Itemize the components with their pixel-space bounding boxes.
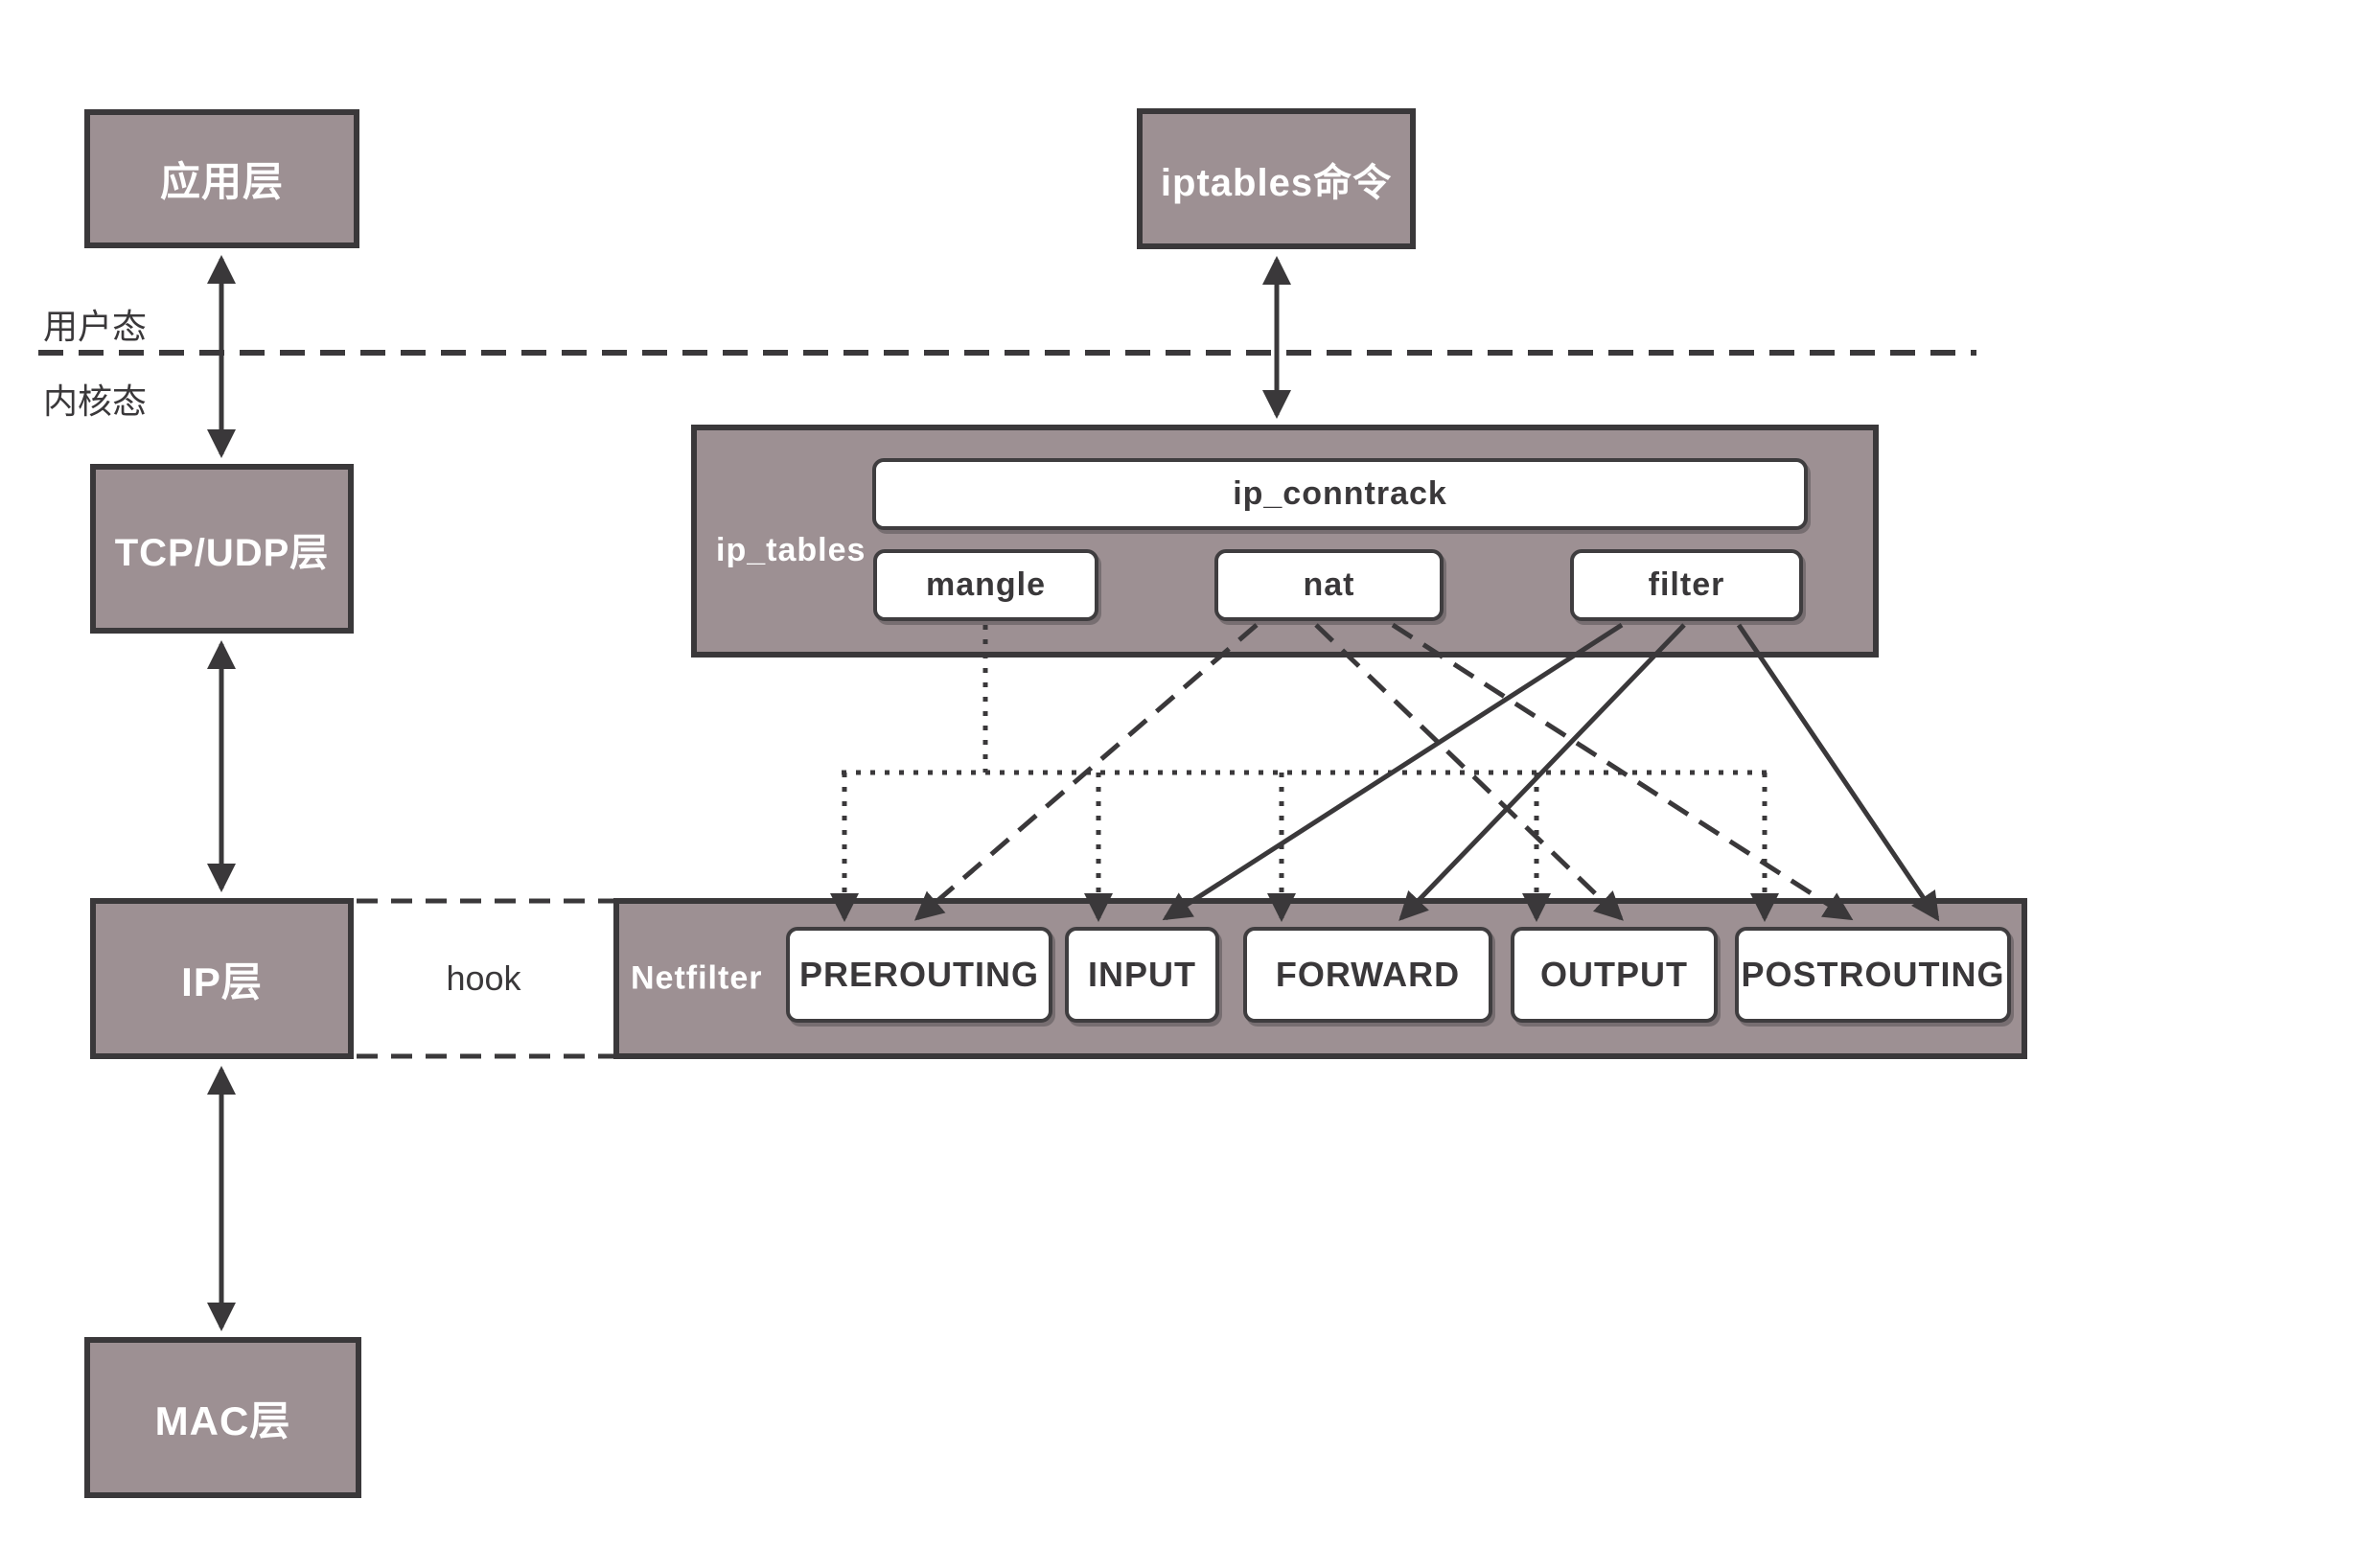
box-chain-forward: FORWARD [1243, 927, 1492, 1023]
edge-nat-prerouting [913, 623, 1259, 921]
box-table-mangle: mangle [873, 549, 1098, 621]
netfilter-label: Netfilter [631, 959, 763, 997]
edge-filter-forward [1398, 623, 1686, 921]
box-chain-output: OUTPUT [1511, 927, 1718, 1023]
ip-tables-label: ip_tables [716, 532, 867, 568]
hook-area: hook [354, 898, 613, 1059]
table-mangle-label: mangle [925, 566, 1047, 603]
edge-nat-output [1314, 623, 1624, 921]
table-filter-label: filter [1648, 566, 1725, 603]
box-application-layer-label: 应用层 [159, 159, 284, 204]
chain-postrouting-label: POSTROUTING [1741, 955, 2005, 994]
hook-label: hook [446, 958, 521, 998]
box-table-nat: nat [1214, 549, 1444, 621]
user-mode-label: 用户态 [43, 307, 148, 346]
box-chain-input: INPUT [1065, 927, 1219, 1023]
box-ip-layer: IP层 [90, 898, 354, 1059]
box-tcpudp-layer: TCP/UDP层 [90, 464, 354, 634]
chain-output-label: OUTPUT [1540, 955, 1688, 994]
kernel-mode-label: 内核态 [43, 381, 148, 421]
chain-forward-label: FORWARD [1275, 955, 1461, 994]
box-chain-prerouting: PREROUTING [786, 927, 1052, 1023]
edge-filter-postrouting [1736, 623, 1940, 922]
box-netfilter: Netfilter PREROUTING INPUT FORWARD OUTPU… [613, 898, 2027, 1059]
chain-prerouting-label: PREROUTING [798, 955, 1039, 994]
box-mac-layer: MAC层 [84, 1337, 361, 1498]
box-ip-layer-label: IP层 [181, 958, 263, 1004]
box-tcpudp-layer-label: TCP/UDP层 [114, 531, 330, 574]
edge-nat-postrouting [1391, 622, 1854, 921]
box-application-layer: 应用层 [84, 109, 359, 248]
box-iptables-command: iptables命令 [1137, 108, 1416, 249]
ip-conntrack-label: ip_conntrack [1233, 475, 1447, 512]
box-iptables-command-label: iptables命令 [1160, 161, 1393, 204]
box-ip-conntrack: ip_conntrack [872, 458, 1808, 530]
box-mac-layer-label: MAC层 [154, 1397, 291, 1443]
box-ip-tables: ip_tables ip_conntrack mangle nat filter [691, 425, 1879, 658]
table-nat-label: nat [1303, 566, 1355, 603]
box-table-filter: filter [1570, 549, 1803, 621]
edge-filter-input [1162, 622, 1624, 921]
chain-input-label: INPUT [1088, 955, 1196, 994]
box-chain-postrouting: POSTROUTING [1735, 927, 2011, 1023]
